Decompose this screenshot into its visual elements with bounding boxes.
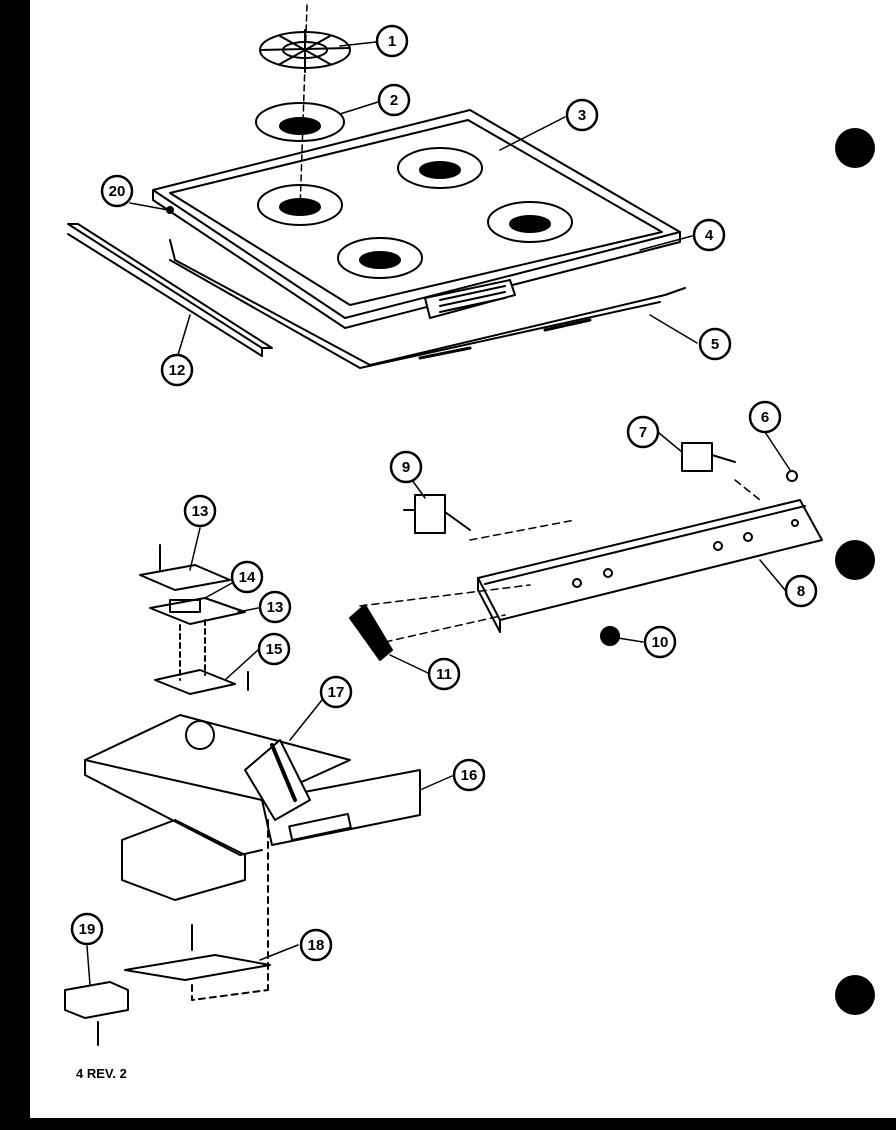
callout-19-label: 19 <box>79 921 96 938</box>
revision-footer: 4 REV. 2 <box>76 1066 127 1081</box>
callout-1: 1 <box>375 24 409 58</box>
callout-18-label: 18 <box>308 937 325 954</box>
switch-assembly <box>139 544 249 695</box>
rotary-switch <box>403 494 471 534</box>
callout-10: 10 <box>643 625 677 659</box>
registration-mark-middle <box>835 540 875 580</box>
callout-6-label: 6 <box>761 409 769 426</box>
lock-block <box>64 981 129 1046</box>
paper <box>30 0 896 1118</box>
leader-lines <box>86 41 791 986</box>
callout-15-label: 15 <box>266 641 283 658</box>
callout-3-label: 3 <box>578 107 586 124</box>
callout-12-label: 12 <box>169 362 186 379</box>
callout-7: 7 <box>626 415 660 449</box>
callout-13-upper-label: 13 <box>192 503 209 520</box>
callout-2-label: 2 <box>390 92 398 109</box>
callout-19: 19 <box>70 912 104 946</box>
burner-grate <box>259 29 351 73</box>
callout-12: 12 <box>160 353 194 387</box>
callout-2: 2 <box>377 83 411 117</box>
callout-4-label: 4 <box>705 227 714 244</box>
callout-18: 18 <box>299 928 333 962</box>
control-knob <box>600 626 620 646</box>
callout-5: 5 <box>698 327 732 361</box>
small-nut <box>786 470 798 482</box>
control-panel-rail <box>477 499 823 633</box>
callout-14: 14 <box>230 560 264 594</box>
callout-16-label: 16 <box>461 767 478 784</box>
registration-mark-top <box>835 128 875 168</box>
registration-mark-bottom <box>835 975 875 1015</box>
burner-trim-ring <box>255 102 345 142</box>
callout-4: 4 <box>692 218 726 252</box>
callout-20: 20 <box>100 174 134 208</box>
callout-8: 8 <box>784 574 818 608</box>
callout-16: 16 <box>452 758 486 792</box>
callout-11-label: 11 <box>436 666 452 683</box>
callout-10-label: 10 <box>652 634 669 651</box>
cooktop-panel <box>152 109 681 329</box>
callout-11: 11 <box>427 657 461 691</box>
callout-6: 6 <box>748 400 782 434</box>
callout-15: 15 <box>257 632 291 666</box>
burner-box <box>169 239 686 369</box>
callout-20-label: 20 <box>109 183 126 200</box>
callout-13-lower-label: 13 <box>267 599 284 616</box>
callout-7-label: 7 <box>639 424 647 441</box>
callout-17: 17 <box>319 675 353 709</box>
callout-1-label: 1 <box>388 33 396 50</box>
door-lock-mechanism <box>84 714 421 991</box>
callout-9: 9 <box>389 450 423 484</box>
callout-13-lower: 13 <box>258 590 292 624</box>
callout-9-label: 9 <box>402 459 410 476</box>
callout-14-label: 14 <box>239 569 256 586</box>
callout-3: 3 <box>565 98 599 132</box>
callout-5-label: 5 <box>711 336 719 353</box>
callout-13-upper: 13 <box>183 494 217 528</box>
bottom-plate <box>124 924 271 1001</box>
callout-8-label: 8 <box>797 583 805 600</box>
side-trim-strip <box>67 223 273 357</box>
ignition-switch <box>681 442 736 472</box>
latch-handle <box>349 604 393 661</box>
callout-17-label: 17 <box>328 684 345 701</box>
